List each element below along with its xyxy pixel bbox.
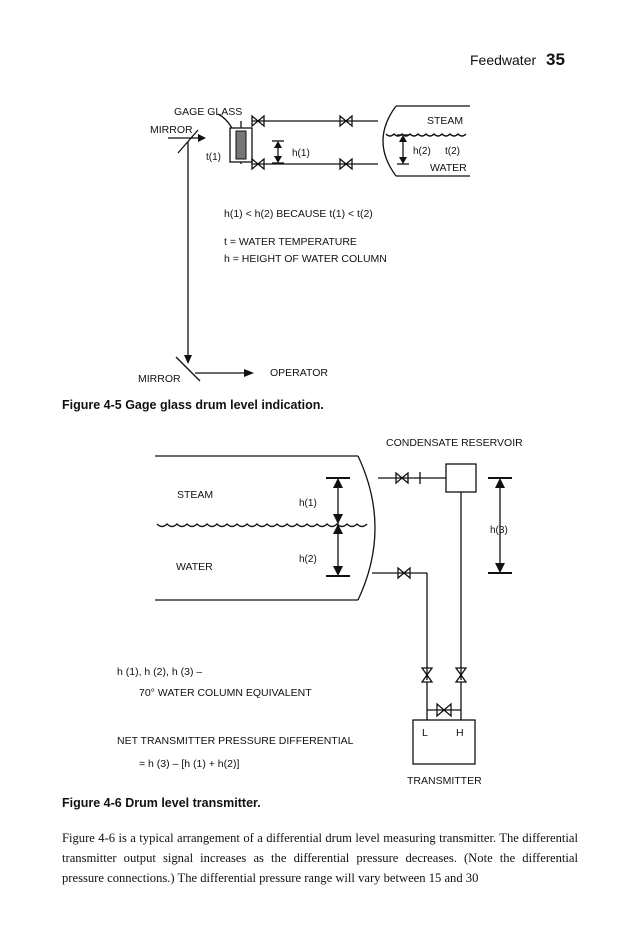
label-h2: h(2) [413, 146, 431, 157]
arrow-down-icon [495, 563, 505, 573]
label-water: WATER [176, 561, 213, 573]
figure-4-5-diagram: GAGE GLASS MIRROR t(1) h(1) STEAM h(2) t… [138, 105, 470, 385]
figure-4-5-caption: Figure 4-5 Gage glass drum level indicat… [62, 398, 324, 412]
valve-icon [251, 157, 265, 171]
label-h1: h(1) [299, 498, 317, 509]
mirror-top [177, 129, 199, 154]
body-paragraph: Figure 4-6 is a typical arrangement of a… [62, 831, 578, 885]
arrow-up-icon [274, 141, 282, 148]
note-line-3: h = HEIGHT OF WATER COLUMN [224, 253, 387, 265]
label-h1: h(1) [292, 148, 310, 159]
label-mirror-bottom: MIRROR [138, 373, 181, 385]
label-gage-glass: GAGE GLASS [174, 106, 242, 118]
label-mirror-top: MIRROR [150, 124, 193, 136]
label-t1: t(1) [206, 152, 221, 163]
note-line-1: h (1), h (2), h (3) – [117, 666, 202, 678]
arrow-up-icon [399, 135, 407, 142]
note-line-1: h(1) < h(2) BECAUSE t(1) < t(2) [224, 208, 373, 220]
drum-head [357, 455, 376, 601]
arrow-up-icon [333, 478, 343, 488]
arrow-right-icon [198, 134, 206, 142]
label-operator: OPERATOR [270, 367, 328, 379]
label-h3: h(3) [490, 525, 508, 536]
mirror-bottom [175, 356, 201, 382]
valve-icon [397, 566, 411, 580]
gage-glass-pointer [217, 113, 233, 129]
note-line-2: 70° WATER COLUMN EQUIVALENT [139, 687, 312, 699]
figure-4-6-caption: Figure 4-6 Drum level transmitter. [62, 796, 261, 810]
running-header: Feedwater 35 [470, 50, 565, 70]
water-surface [156, 523, 368, 528]
drum-head [382, 105, 397, 177]
arrow-down-icon [399, 157, 407, 164]
arrow-down-icon [333, 566, 343, 576]
page-number: 35 [546, 50, 565, 69]
valve-icon [420, 667, 434, 683]
arrow-down-icon [184, 355, 192, 364]
valve-icon [454, 667, 468, 683]
label-steam: STEAM [177, 489, 213, 501]
valve-icon [251, 114, 265, 128]
gage-glass-column [235, 130, 247, 160]
transmitter-body [412, 719, 476, 765]
label-condensate-reservoir: CONDENSATE RESERVOIR [386, 437, 523, 449]
label-transmitter: TRANSMITTER [407, 775, 482, 787]
condensate-reservoir [445, 463, 477, 493]
arrow-up-icon [333, 524, 343, 534]
arrow-down-icon [333, 514, 343, 524]
label-t2: t(2) [445, 146, 460, 157]
label-steam: STEAM [427, 115, 463, 127]
label-h2: h(2) [299, 554, 317, 565]
label-high-side: H [456, 727, 464, 739]
arrow-up-icon [495, 478, 505, 488]
note-line-2: t = WATER TEMPERATURE [224, 236, 357, 248]
label-low-side: L [422, 727, 428, 739]
section-title: Feedwater [470, 52, 537, 68]
valve-icon [395, 471, 409, 485]
valve-icon [436, 702, 452, 718]
arrow-down-icon [274, 156, 282, 163]
figure-4-6-diagram: CONDENSATE RESERVOIR STEAM h(1) WATER h(… [117, 437, 523, 787]
arrow-right-icon [244, 369, 254, 377]
valve-icon [339, 157, 353, 171]
valve-icon [339, 114, 353, 128]
label-water: WATER [430, 162, 467, 174]
note-line-4: = h (3) – [h (1) + h(2)] [139, 758, 239, 770]
note-line-3: NET TRANSMITTER PRESSURE DIFFERENTIAL [117, 735, 354, 747]
